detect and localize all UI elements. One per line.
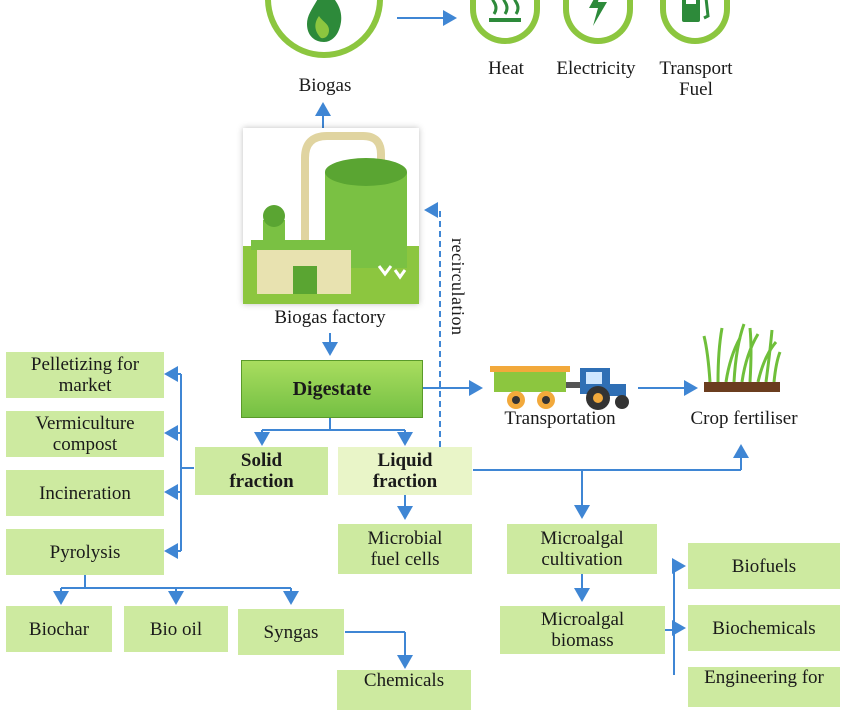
digestate-box: Digestate [241,360,423,418]
biogas-factory-label: Biogas factory [274,307,386,328]
microbial-fuel-cells-box: Microbial fuel cells [338,524,472,574]
transportation-label: Transportation [504,408,616,429]
algae-product-partial-box: Engineering for [688,667,840,707]
microalgal-cultivation-box: Microalgal cultivation [507,524,657,574]
liquid-fraction-box: Liquid fraction [338,447,472,495]
biogas-label: Biogas [298,75,352,96]
tractor-icon [486,360,634,412]
biogas-factory-image [243,128,419,304]
connector-layer [53,10,749,675]
heat-label: Heat [488,58,524,79]
vermiculture-box: Vermiculture compost [6,411,164,457]
microalgal-biomass-box: Microalgal biomass [500,606,665,654]
incineration-box: Incineration [6,470,164,516]
biofuels-box: Biofuels [688,543,840,589]
electricity-label: Electricity [556,58,636,79]
recirculation-label: recirculation [448,238,468,336]
pelletizing-box: Pelletizing for market [6,352,164,398]
chemicals-box-partial: Chemicals [337,670,471,710]
recirculation-arrow [424,202,441,447]
biochar-box: Biochar [6,606,112,652]
solid-fraction-box: Solid fraction [195,447,328,495]
bio-oil-box: Bio oil [124,606,228,652]
syngas-box: Syngas [238,609,344,655]
crop-fertiliser-label: Crop fertiliser [690,408,798,429]
transport-fuel-label: Transport Fuel [659,58,733,100]
crop-grass-icon [700,322,782,394]
biochemicals-box: Biochemicals [688,605,840,651]
pyrolysis-box: Pyrolysis [6,529,164,575]
